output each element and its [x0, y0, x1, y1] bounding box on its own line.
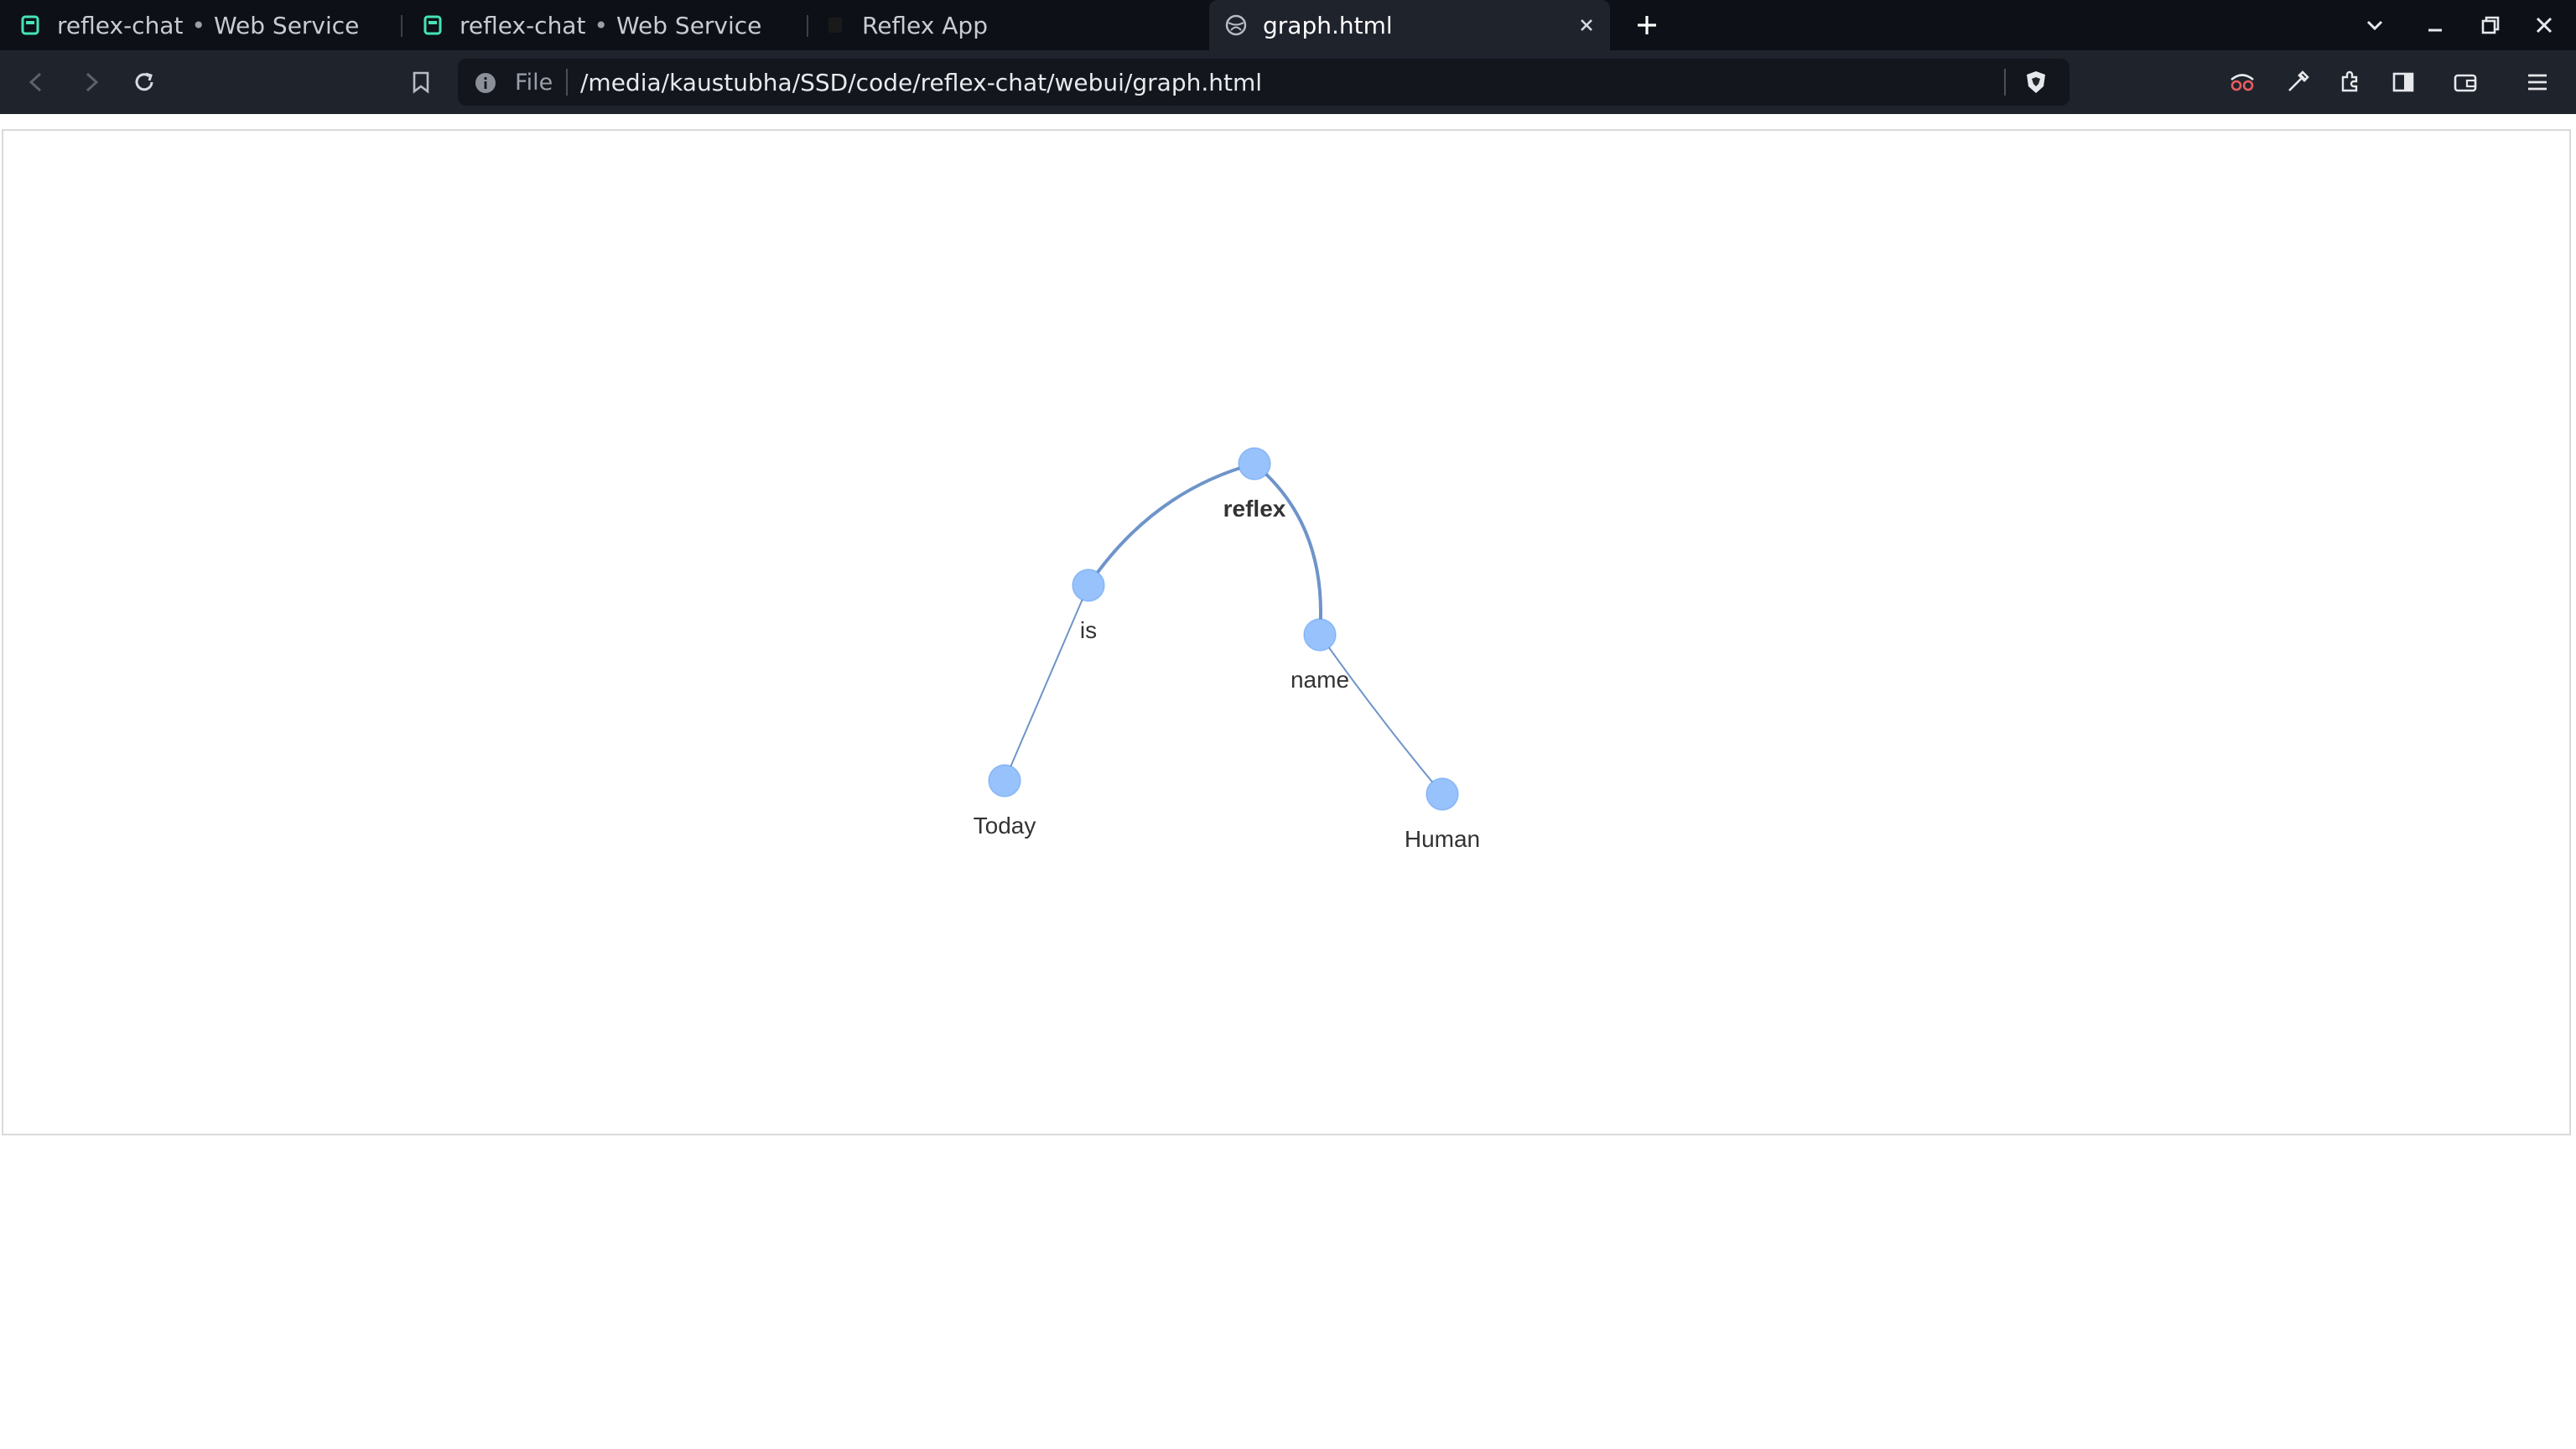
reflex-icon: [828, 18, 842, 33]
graph-node-name[interactable]: [1303, 618, 1337, 652]
tab-title: Reflex App: [862, 11, 988, 39]
wallet-icon[interactable]: [2450, 67, 2480, 97]
tab-reflex-app[interactable]: Reflex App: [823, 0, 1201, 50]
extensions-icon[interactable]: [2334, 67, 2365, 97]
graph-edge-reflex-is[interactable]: [1087, 462, 1255, 587]
graph-edge-reflex-name[interactable]: [1253, 462, 1322, 636]
graph-node-label-reflex: reflex: [1223, 496, 1286, 522]
menu-icon[interactable]: [2522, 67, 2553, 97]
render-icon: [21, 15, 39, 35]
render-icon: [423, 15, 442, 35]
tab-reflex-chat-1[interactable]: reflex-chat • Web Service: [18, 0, 396, 50]
tab-subtitle: Web Service: [615, 11, 762, 39]
info-icon[interactable]: [475, 72, 496, 94]
close-tab-icon[interactable]: [1575, 13, 1598, 37]
new-tab-icon[interactable]: [1632, 10, 1662, 40]
eyedropper-icon[interactable]: [2283, 67, 2313, 97]
address-bar[interactable]: File /media/kaustubha/SSD/code/reflex-ch…: [458, 59, 2070, 106]
browser-toolbar: File /media/kaustubha/SSD/code/reflex-ch…: [0, 50, 2576, 114]
tab-divider: [401, 15, 402, 37]
url-separator: [566, 69, 568, 96]
private-window-icon[interactable]: [2227, 67, 2257, 97]
tab-separator-dot: •: [594, 11, 608, 39]
tab-title: reflex-chat: [460, 11, 586, 39]
url-scheme-label: File: [515, 70, 553, 96]
graph-node-label-human: Human: [1405, 826, 1480, 852]
graph-edge-name-human[interactable]: [1319, 634, 1443, 795]
globe-icon: [1225, 14, 1247, 36]
graph-edge-is-today[interactable]: [1004, 584, 1089, 782]
tab-reflex-chat-2[interactable]: reflex-chat • Web Service: [421, 0, 798, 50]
tab-divider: [807, 15, 808, 37]
graph-node-label-name: name: [1291, 667, 1349, 693]
tab-strip: reflex-chat • Web Service reflex-chat • …: [0, 0, 2576, 50]
close-window-icon[interactable]: [2531, 12, 2558, 39]
tab-separator-dot: •: [191, 11, 205, 39]
url-separator: [2004, 69, 2006, 96]
graph-node-reflex[interactable]: [1238, 447, 1271, 480]
tab-graph-html[interactable]: graph.html: [1209, 0, 1610, 50]
graph-node-today[interactable]: [988, 764, 1021, 797]
sidebar-icon[interactable]: [2388, 67, 2418, 97]
tab-title: graph.html: [1263, 11, 1393, 39]
bookmark-icon[interactable]: [406, 67, 436, 97]
tab-title: reflex-chat: [57, 11, 184, 39]
brave-shield-icon[interactable]: [2023, 69, 2049, 96]
tab-list-chevron-down-icon[interactable]: [2361, 12, 2388, 39]
minimize-icon[interactable]: [2422, 12, 2449, 39]
graph-node-is[interactable]: [1072, 569, 1105, 602]
back-icon[interactable]: [22, 67, 52, 97]
graph-node-human[interactable]: [1426, 777, 1459, 811]
graph-node-label-is: is: [1080, 617, 1097, 643]
tab-subtitle: Web Service: [213, 11, 360, 39]
reload-icon[interactable]: [129, 67, 159, 97]
forward-icon[interactable]: [75, 67, 106, 97]
graph-node-label-today: Today: [974, 813, 1036, 839]
restore-icon[interactable]: [2477, 12, 2504, 39]
url-text[interactable]: /media/kaustubha/SSD/code/reflex-chat/we…: [580, 69, 1263, 96]
